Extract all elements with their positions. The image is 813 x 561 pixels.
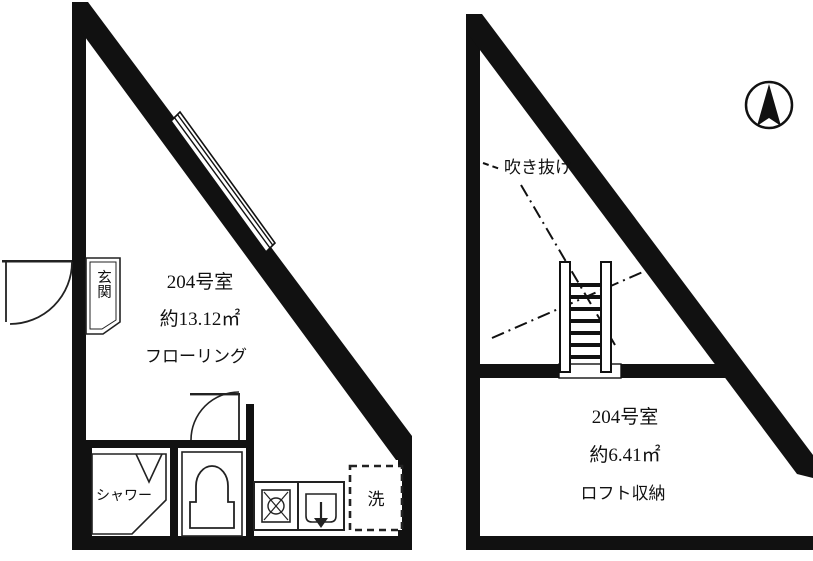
ladder-rung [569, 343, 602, 347]
main-floor-plan: 玄関 [2, 2, 412, 550]
toilet [181, 451, 243, 537]
loft-wall-diagonal-hypotenuse [468, 14, 813, 478]
window-pane-line-2 [176, 114, 274, 246]
loft-wall-left-vertical [466, 14, 480, 550]
washer-dashed-outline [348, 464, 404, 532]
washing-machine-space: 洗 [348, 464, 404, 532]
main-room-flooring: フローリング [145, 347, 247, 367]
entrance-door [2, 260, 73, 325]
main-floor-labels: 204号室 約13.12㎡ フローリング [145, 271, 247, 367]
window-frame [169, 110, 277, 254]
wet-area-block: シャワー [82, 391, 404, 540]
loft-room-area: 約6.41㎡ [589, 443, 660, 466]
ladder-rung [569, 283, 602, 287]
compass [744, 80, 794, 130]
washroom-door [190, 391, 240, 441]
washer-label: 洗 [368, 490, 385, 510]
ladder [559, 261, 612, 373]
burner-ring-icon [267, 497, 285, 515]
burner-cross-2 [263, 491, 289, 521]
loft-floor-plan: 吹き抜け 204号室 約6.41㎡ ロフト収納 [466, 14, 813, 550]
ladder-rung [569, 295, 602, 299]
loft-room-number: 204号室 [592, 406, 659, 428]
shower-label: シャワー [96, 488, 152, 504]
wall-diagonal-hypotenuse [74, 2, 412, 460]
void-label: 吹き抜け [504, 158, 572, 178]
door-head-jamb [2, 260, 72, 263]
wall-toilet-top [178, 440, 254, 448]
ladder-rung [569, 355, 602, 359]
wall-between-shower-toilet [170, 440, 178, 540]
door-swing-arc [9, 261, 73, 325]
wall-left-vertical [72, 2, 86, 550]
north-arrow-icon [757, 84, 781, 126]
entrance-area: 玄関 [85, 257, 121, 335]
main-room-area: 約13.12㎡ [160, 307, 241, 330]
wall-bottom-horizontal [72, 536, 412, 550]
void-line-2 [520, 184, 616, 346]
shower-wall-inner-left [86, 448, 92, 536]
ladder-rail-right [600, 261, 612, 373]
entrance-label: 玄関 [95, 269, 111, 300]
washroom-door-swing-arc [190, 391, 240, 441]
wall-shower-top [82, 440, 178, 448]
sink-drain-icon [314, 518, 328, 528]
ladder-rail-left [559, 261, 571, 373]
window-pane-line-1 [173, 116, 271, 249]
ladder-rung [569, 307, 602, 311]
washroom-door-head [190, 393, 240, 396]
loft-wall-bottom-horizontal [466, 536, 813, 550]
genkan-inner-outline [89, 261, 117, 330]
shower-unit: シャワー [86, 448, 167, 536]
loft-floor-labels: 204号室 約6.41㎡ ロフト収納 [581, 406, 666, 504]
ladder-rung [569, 331, 602, 335]
sliding-window [169, 110, 277, 254]
wall-toilet-right [246, 404, 254, 540]
main-room-number: 204号室 [167, 271, 234, 293]
shower-tray-outline [91, 453, 167, 535]
loft-floor-walls [466, 14, 813, 550]
toilet-fixture [189, 465, 235, 529]
shower-curtain-mark [135, 453, 163, 484]
void-leader-line [482, 162, 501, 170]
loft-room-usage: ロフト収納 [581, 484, 666, 504]
ladder-rung [569, 319, 602, 323]
kitchen-counter [253, 481, 345, 531]
